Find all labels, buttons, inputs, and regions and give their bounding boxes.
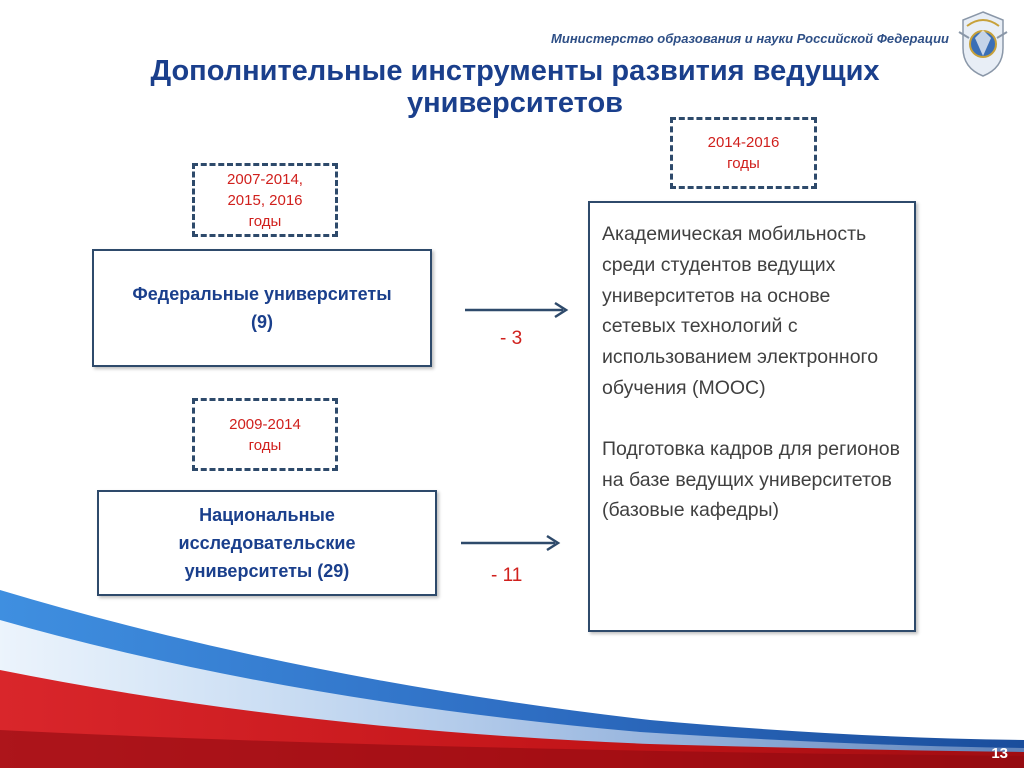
period-federal: 2007-2014, 2015, 2016 годы [192, 163, 338, 237]
period-federal-line1: 2007-2014, [227, 170, 303, 188]
national-universities-line3: университеты (29) [184, 561, 350, 581]
federal-universities-line2: (9) [251, 312, 273, 332]
federal-universities-label: Федеральные университеты (9) [132, 280, 391, 336]
period-tools-line1: 2014-2016 [707, 134, 780, 151]
tool-mooc: Академическая мобильность среди студенто… [602, 223, 879, 399]
period-tools: 2014-2016 годы [670, 117, 817, 189]
arrow-right-icon [465, 301, 569, 319]
national-universities-label: Национальные исследовательские университ… [179, 501, 356, 585]
period-federal-unit: годы [248, 212, 282, 230]
flag-wave-decoration [0, 590, 1024, 768]
period-national-unit: годы [248, 436, 282, 454]
federal-universities-line1: Федеральные университеты [132, 284, 392, 304]
slide-title: Дополнительные инструменты развития веду… [150, 55, 880, 119]
tools-box: Академическая мобильность среди студенто… [588, 201, 916, 632]
period-national-line1: 2009-2014 [229, 415, 301, 433]
national-universities-line2: исследовательские [178, 533, 356, 553]
period-national: 2009-2014 годы [192, 398, 338, 471]
delta-national: - 11 [491, 565, 523, 586]
arrow-right-icon [461, 534, 561, 552]
period-federal-line2: 2015, 2016 [227, 191, 303, 209]
ministry-name: Министерство образования и науки Российс… [551, 31, 949, 46]
period-tools-unit: годы [727, 155, 760, 172]
page-number: 13 [991, 745, 1008, 762]
tool-base-departments: Подготовка кадров для регионов на базе в… [602, 437, 900, 522]
federal-universities-box: Федеральные университеты (9) [92, 249, 432, 367]
delta-federal: - 3 [500, 328, 523, 349]
national-universities-box: Национальные исследовательские университ… [97, 490, 437, 596]
ministry-emblem-icon [958, 11, 1008, 77]
national-universities-line1: Национальные [199, 505, 335, 525]
